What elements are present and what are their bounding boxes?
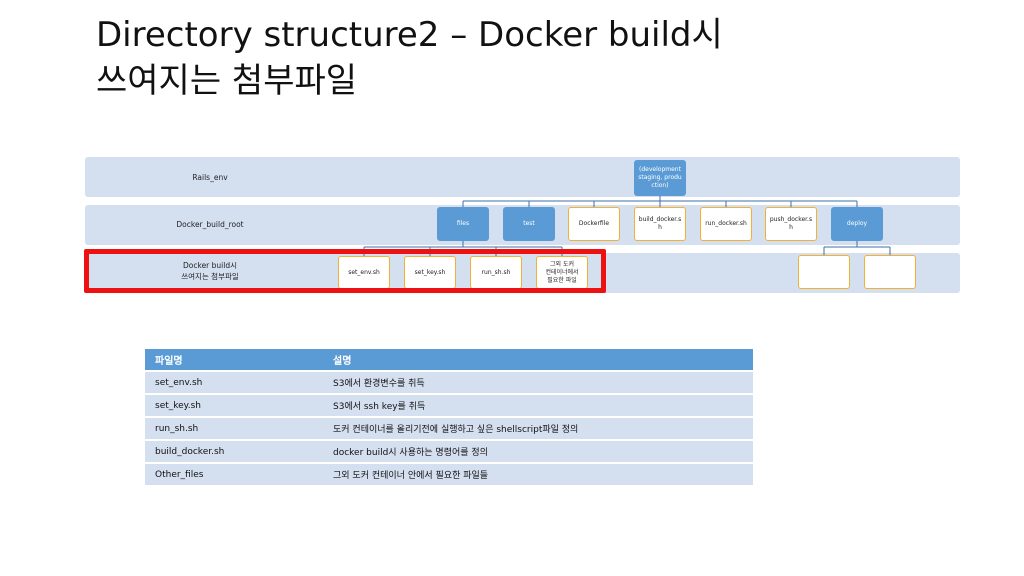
node-set-key: set_key.sh — [404, 256, 456, 289]
cell-description: docker build시 사용하는 명령어를 정의 — [323, 441, 753, 462]
table-row: build_docker.sh docker build시 사용하는 명령어를 … — [145, 441, 753, 462]
node-other-files: 그외 도커 컨테이너에서 필요한 파일 — [536, 256, 588, 289]
table-row: run_sh.sh 도커 컨테이너를 올리기전에 실행하고 싶은 shellsc… — [145, 418, 753, 439]
highlight-box — [84, 249, 606, 293]
table-row: set_env.sh S3에서 환경변수를 취득 — [145, 372, 753, 393]
cell-description: 도커 컨테이너를 올리기전에 실행하고 싶은 shellscript파일 정의 — [323, 418, 753, 439]
cell-filename: set_env.sh — [145, 372, 323, 393]
node-run-sh: run_sh.sh — [470, 256, 522, 289]
node-deploy-child-2 — [864, 255, 916, 289]
cell-filename: build_docker.sh — [145, 441, 323, 462]
node-build-docker: build_docker.sh — [634, 207, 686, 241]
file-description-table: 파일명 설명 set_env.sh S3에서 환경변수를 취득 set_key.… — [145, 347, 753, 487]
table-row: Other_files 그외 도커 컨테이너 안에서 필요한 파일들 — [145, 464, 753, 485]
cell-filename: set_key.sh — [145, 395, 323, 416]
slide-title-line1: Directory structure2 – Docker build시 — [96, 15, 723, 55]
cell-filename: Other_files — [145, 464, 323, 485]
slide-title-line2: 쓰여지는 첨부파일 — [96, 61, 358, 101]
table-header-row: 파일명 설명 — [145, 349, 753, 370]
node-run-docker: run_docker.sh — [700, 207, 752, 241]
node-deploy-child-1 — [798, 255, 850, 289]
table-row: set_key.sh S3에서 ssh key를 취득 — [145, 395, 753, 416]
lane-label-line2: 쓰여지는 첨부파일 — [181, 272, 239, 281]
lane-rails-env — [85, 157, 960, 197]
header-filename: 파일명 — [145, 349, 323, 370]
lane-label-docker-build-files: Docker build시 쓰여지는 첨부파일 — [150, 260, 270, 282]
cell-description: S3에서 환경변수를 취득 — [323, 372, 753, 393]
cell-description: S3에서 ssh key를 취득 — [323, 395, 753, 416]
node-push-docker: push_docker.sh — [765, 207, 817, 241]
lane-label-docker-build-root: Docker_build_root — [176, 220, 244, 229]
node-deploy: deploy — [831, 207, 883, 241]
header-description: 설명 — [323, 349, 753, 370]
slide-title: Directory structure2 – Docker build시 쓰여지… — [96, 12, 916, 104]
cell-description: 그외 도커 컨테이너 안에서 필요한 파일들 — [323, 464, 753, 485]
lane-label-rails-env: Rails_env — [192, 173, 228, 182]
cell-filename: run_sh.sh — [145, 418, 323, 439]
node-test: test — [503, 207, 555, 241]
lane-label-line1: Docker build시 — [183, 261, 237, 270]
node-files: files — [437, 207, 489, 241]
node-rails-env: (development staging, production) — [634, 160, 686, 196]
node-dockerfile: Dockerfile — [568, 207, 620, 241]
